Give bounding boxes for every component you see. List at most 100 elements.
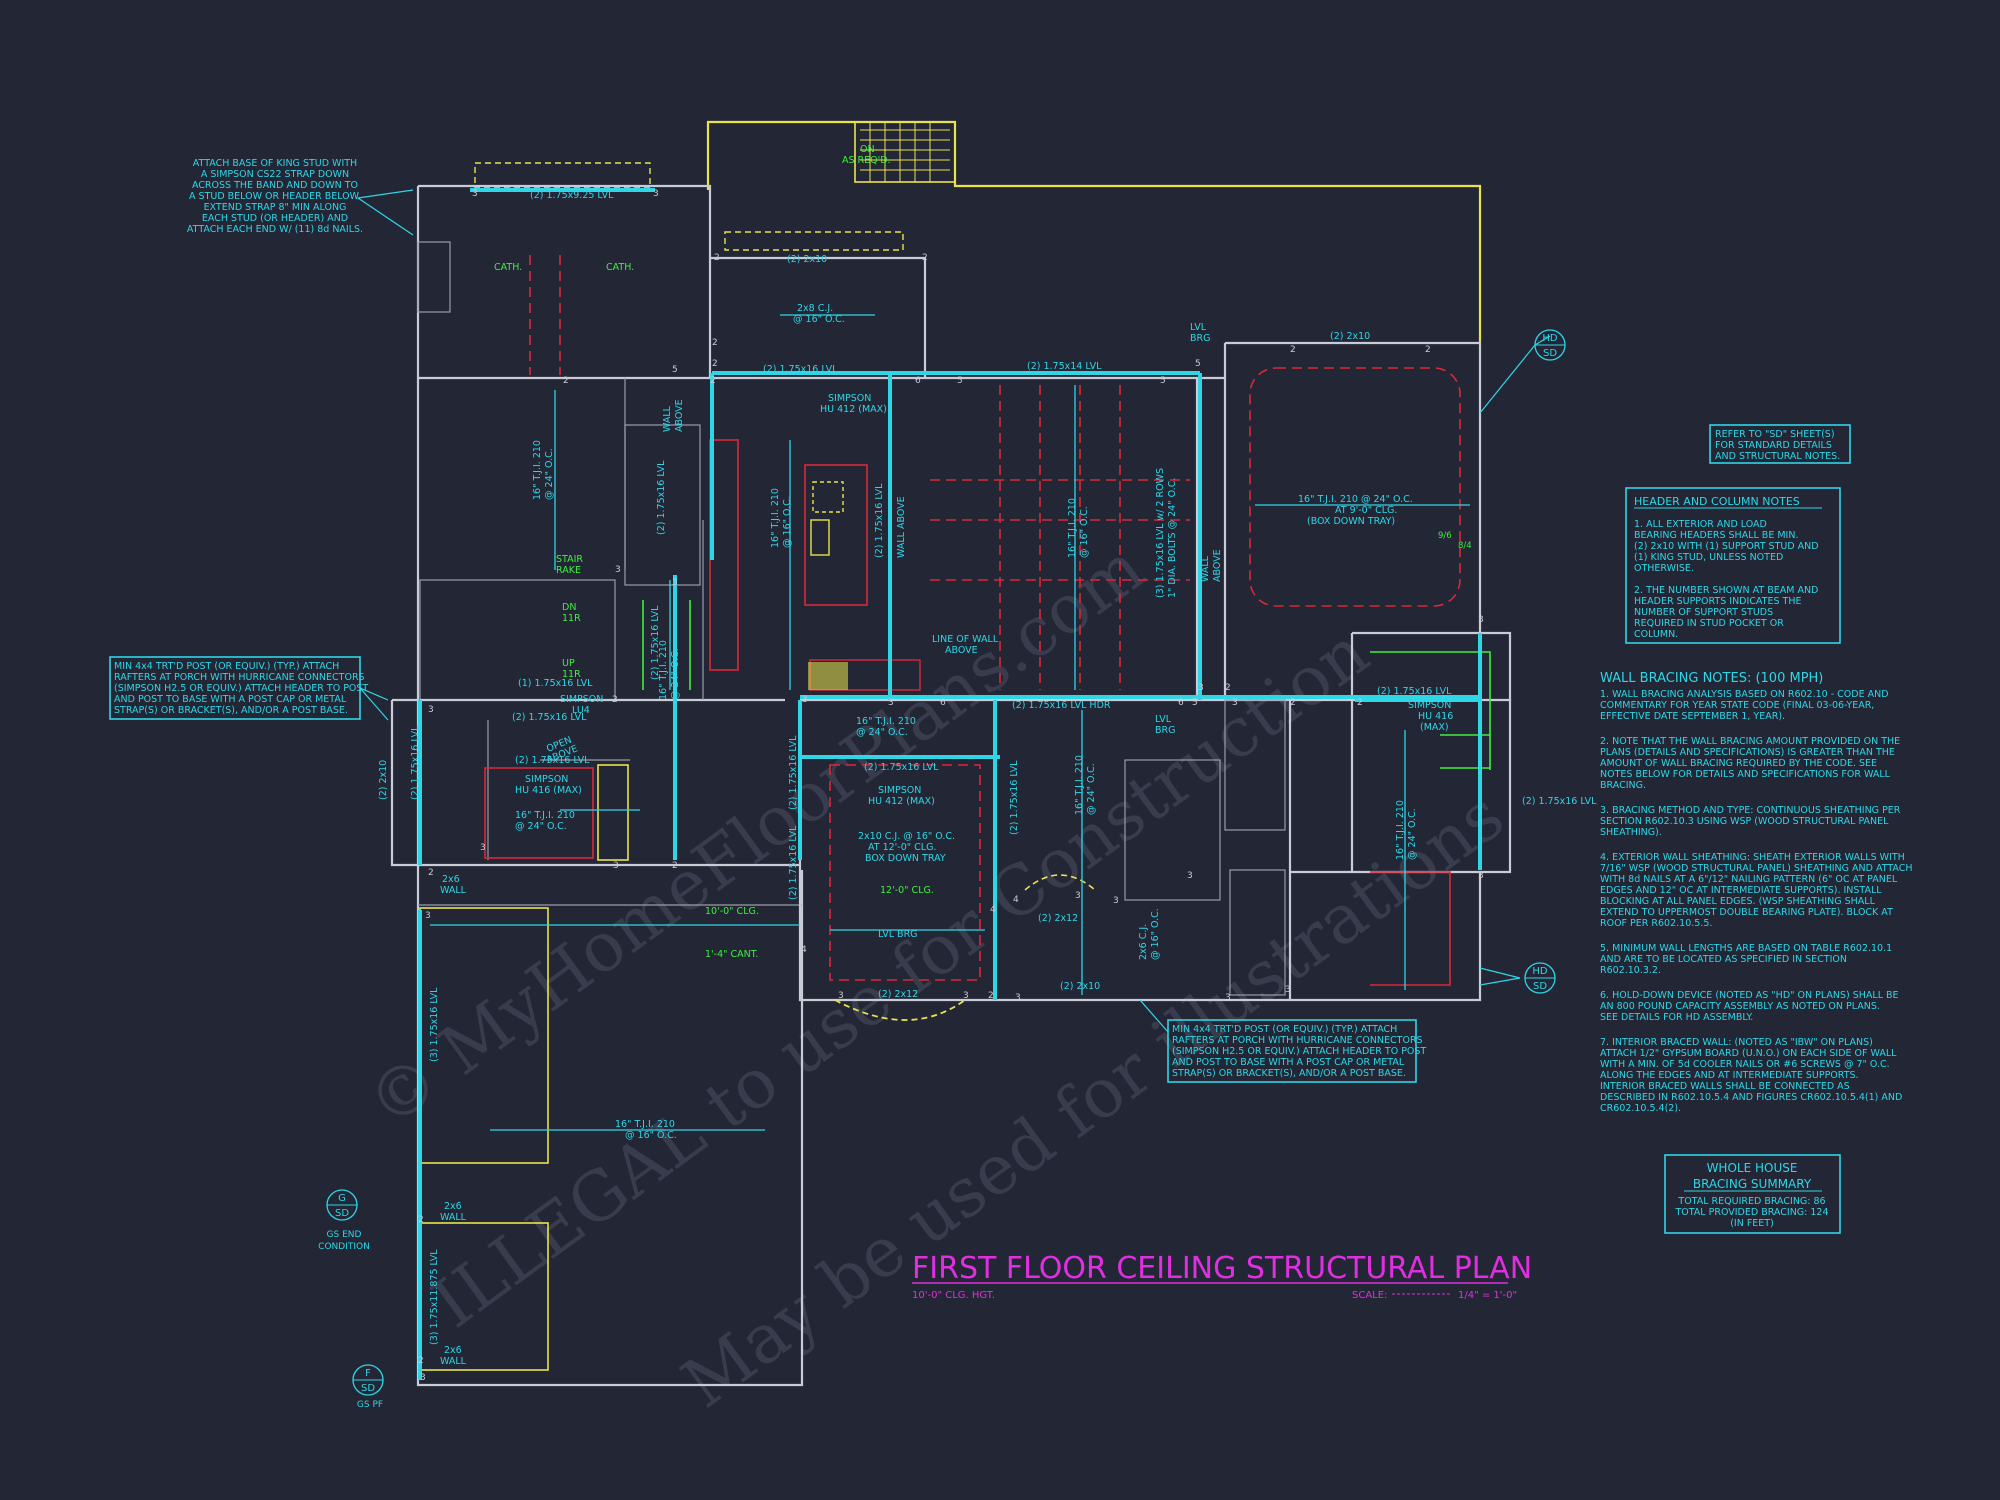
stair-down-label: DN	[562, 602, 576, 613]
leader-lines	[357, 189, 1551, 1033]
beam-label: (3) 1.75x16 LVL	[429, 987, 440, 1062]
wall-bracing-line: 7/16" WSP (WOOD STRUCTURAL PANEL) SHEATH…	[1600, 863, 1913, 874]
wall-bracing-line: INTERIOR BRACED WALLS SHALL BE CONNECTED…	[1600, 1081, 1850, 1092]
bracing-units: (IN FEET)	[1730, 1218, 1774, 1229]
hanger-label: HU 416	[1418, 711, 1453, 722]
support-stud-count: 2	[418, 1215, 424, 1225]
beam-label: (2) 1.75x16 LVL HDR	[1012, 700, 1111, 711]
support-stud-count: 2	[714, 253, 720, 263]
beams	[418, 188, 1482, 1380]
support-stud-count: 5	[1195, 359, 1201, 369]
gs-end-line1: GS END	[327, 1230, 362, 1240]
porch-post-note-line: (SIMPSON H2.5 OR EQUIV.) ATTACH HEADER T…	[114, 683, 368, 694]
wall-bracing-line: EDGES AND 12" OC AT INTERMEDIATE SUPPORT…	[1600, 885, 1882, 896]
ceiling-height-12: 12'-0" CLG.	[880, 885, 934, 896]
hanger-label: SIMPSON	[525, 774, 568, 785]
support-stud-count: 4	[1013, 895, 1019, 905]
wall-bracing-notes: WALL BRACING NOTES: (100 MPH) 1. WALL BR…	[1600, 671, 1913, 1114]
support-stud-count: 3	[1285, 985, 1291, 995]
hanger-label: HU 416 (MAX)	[515, 785, 582, 796]
joist-label: @ 24" O.C.	[544, 448, 555, 500]
wall-bracing-line: CR602.10.5.4(2).	[1600, 1103, 1681, 1114]
wall-bracing-line: 3. BRACING METHOD AND TYPE: CONTINUOUS S…	[1600, 805, 1901, 816]
stair-down-label: 11R	[562, 613, 581, 624]
hanger-label: (MAX)	[1420, 722, 1449, 733]
gs-end-line2: CONDITION	[318, 1242, 370, 1252]
wall-bracing-line: 4. EXTERIOR WALL SHEATHING: SHEATH EXTER…	[1600, 852, 1905, 863]
wall-bracing-line: BRACING.	[1600, 780, 1646, 791]
stair-rake-label: RAKE	[556, 565, 581, 576]
hanger-label: SIMPSON	[828, 393, 871, 404]
wall-2x6-label: 2x6	[444, 1345, 462, 1356]
support-stud-count: 3	[1015, 993, 1021, 1003]
beam-label: (2) 1.75x16 LVL	[1009, 760, 1020, 835]
header-column-line: REQUIRED IN STUD POCKET OR	[1634, 618, 1784, 629]
wall-bracing-line: SECTION R602.10.3 USING WSP (WOOD STRUCT…	[1600, 816, 1889, 827]
support-stud-count: 3	[653, 189, 659, 199]
wall-bracing-line: ROOF PER R602.10.5.5.	[1600, 918, 1712, 929]
refer-sd-line: AND STRUCTURAL NOTES.	[1715, 451, 1840, 462]
support-stud-count: 2	[563, 376, 569, 386]
lvl-brg-label: BRG	[1155, 725, 1175, 736]
support-stud-count: 3	[838, 991, 844, 1001]
support-stud-count: 2	[1357, 698, 1363, 708]
support-stud-count: 3	[425, 911, 431, 921]
on-label: ON	[860, 144, 875, 155]
support-stud-count: 2	[710, 376, 716, 386]
support-stud-count: 4	[801, 945, 807, 955]
hanger-label: HU 412 (MAX)	[868, 796, 935, 807]
header-column-notes-box	[1625, 487, 1841, 644]
support-stud-count: 6	[1178, 698, 1184, 708]
porch-post-note-line: AND POST TO BASE WITH A POST CAP OR META…	[1172, 1057, 1405, 1068]
support-stud-count: 3	[420, 1373, 426, 1383]
header-label: (2) 2x12	[1038, 913, 1078, 924]
wall-bracing-line: AND ARE TO BE LOCATED AS SPECIFIED IN SE…	[1600, 954, 1847, 965]
wall-bracing-line: AMOUNT OF WALL BRACING REQUIRED BY THE C…	[1600, 758, 1877, 769]
ceiling-joist-spacing: @ 16" O.C.	[793, 314, 845, 325]
header-column-notes: HEADER AND COLUMN NOTES 1. ALL EXTERIOR …	[1634, 495, 1822, 640]
joist-label: 16" T.J.I. 210	[770, 488, 781, 548]
porch-post-note-bottom-box	[1167, 1019, 1417, 1083]
hanger-label: HU 412 (MAX)	[820, 404, 887, 415]
joist-label: (2) 1.75x16 LVL	[650, 605, 661, 680]
beam-label: (2) 1.75x16 LVL	[515, 755, 590, 766]
header-label: (2) 2x12	[878, 989, 918, 1000]
beam-label: (2) 1.75x16 LVL	[788, 825, 799, 900]
detail-markers: HD SD HD SD G SD GS END CONDITION F SD G…	[318, 329, 1566, 1410]
support-stud-count: 3	[615, 565, 621, 575]
beam-label: (2) 1.75x16 LVL	[410, 725, 421, 800]
support-stud-count: 6	[940, 698, 946, 708]
bracing-summary: WHOLE HOUSE BRACING SUMMARY TOTAL REQUIR…	[1674, 1161, 1828, 1229]
support-stud-count: 2	[418, 1356, 424, 1366]
beam-label: (2) 1.75x16 LVL	[656, 460, 667, 535]
wall-bracing-line: 5. MINIMUM WALL LENGTHS ARE BASED ON TAB…	[1600, 943, 1892, 954]
hanger-label: SIMPSON	[878, 785, 921, 796]
tray-label: BOX DOWN TRAY	[865, 853, 946, 864]
joist-label: @ 24" O.C.	[856, 727, 908, 738]
cantilever-label: 1'-4" CANT.	[705, 949, 758, 960]
king-stud-note-line: ACROSS THE BAND AND DOWN TO	[192, 180, 358, 191]
hd-sd-marker-bottom: HD SD	[1524, 962, 1556, 994]
hanger-label: SIMPSON	[560, 694, 603, 705]
ceiling-elements	[484, 255, 1461, 986]
refer-sd-note: REFER TO "SD" SHEET(S) FOR STANDARD DETA…	[1715, 429, 1840, 462]
header-column-line: 2. THE NUMBER SHOWN AT BEAM AND	[1634, 585, 1818, 596]
ceiling-joist-label: @ 16" O.C.	[1150, 908, 1161, 960]
wall-2x6-label: WALL	[440, 885, 467, 896]
joist-label: @ 16" O.C.	[782, 496, 793, 548]
porch-post-note-line: STRAP(S) OR BRACKET(S), AND/OR A POST BA…	[1172, 1068, 1406, 1079]
joist-label: @ 16" O.C.	[1079, 506, 1090, 558]
beam-label: (2) 1.75x16 LVL	[763, 364, 838, 375]
porch-post-note-line: RAFTERS AT PORCH WITH HURRICANE CONNECTO…	[114, 672, 365, 683]
ceiling-height-label: AT 12'-0" CLG.	[868, 842, 936, 853]
beam-label: (2) 1.75x16 LVL	[1377, 686, 1452, 697]
wall-bracing-line: WITH A MIN. OF 5d COOLER NAILS OR #6 SCR…	[1600, 1059, 1890, 1070]
wall-bracing-line: 2. NOTE THAT THE WALL BRACING AMOUNT PRO…	[1600, 736, 1900, 747]
wall-above-label: WALL	[662, 405, 673, 432]
wall-bracing-line: BLOCKING AT ALL PANEL EDGES. (WSP SHEATH…	[1600, 896, 1876, 907]
refer-sd-line: FOR STANDARD DETAILS	[1715, 440, 1832, 451]
hanger-label: LU4	[572, 705, 590, 716]
beam-label: (3) 1.75x11.875 LVL	[429, 1249, 440, 1345]
support-stud-count: 2	[612, 695, 618, 705]
